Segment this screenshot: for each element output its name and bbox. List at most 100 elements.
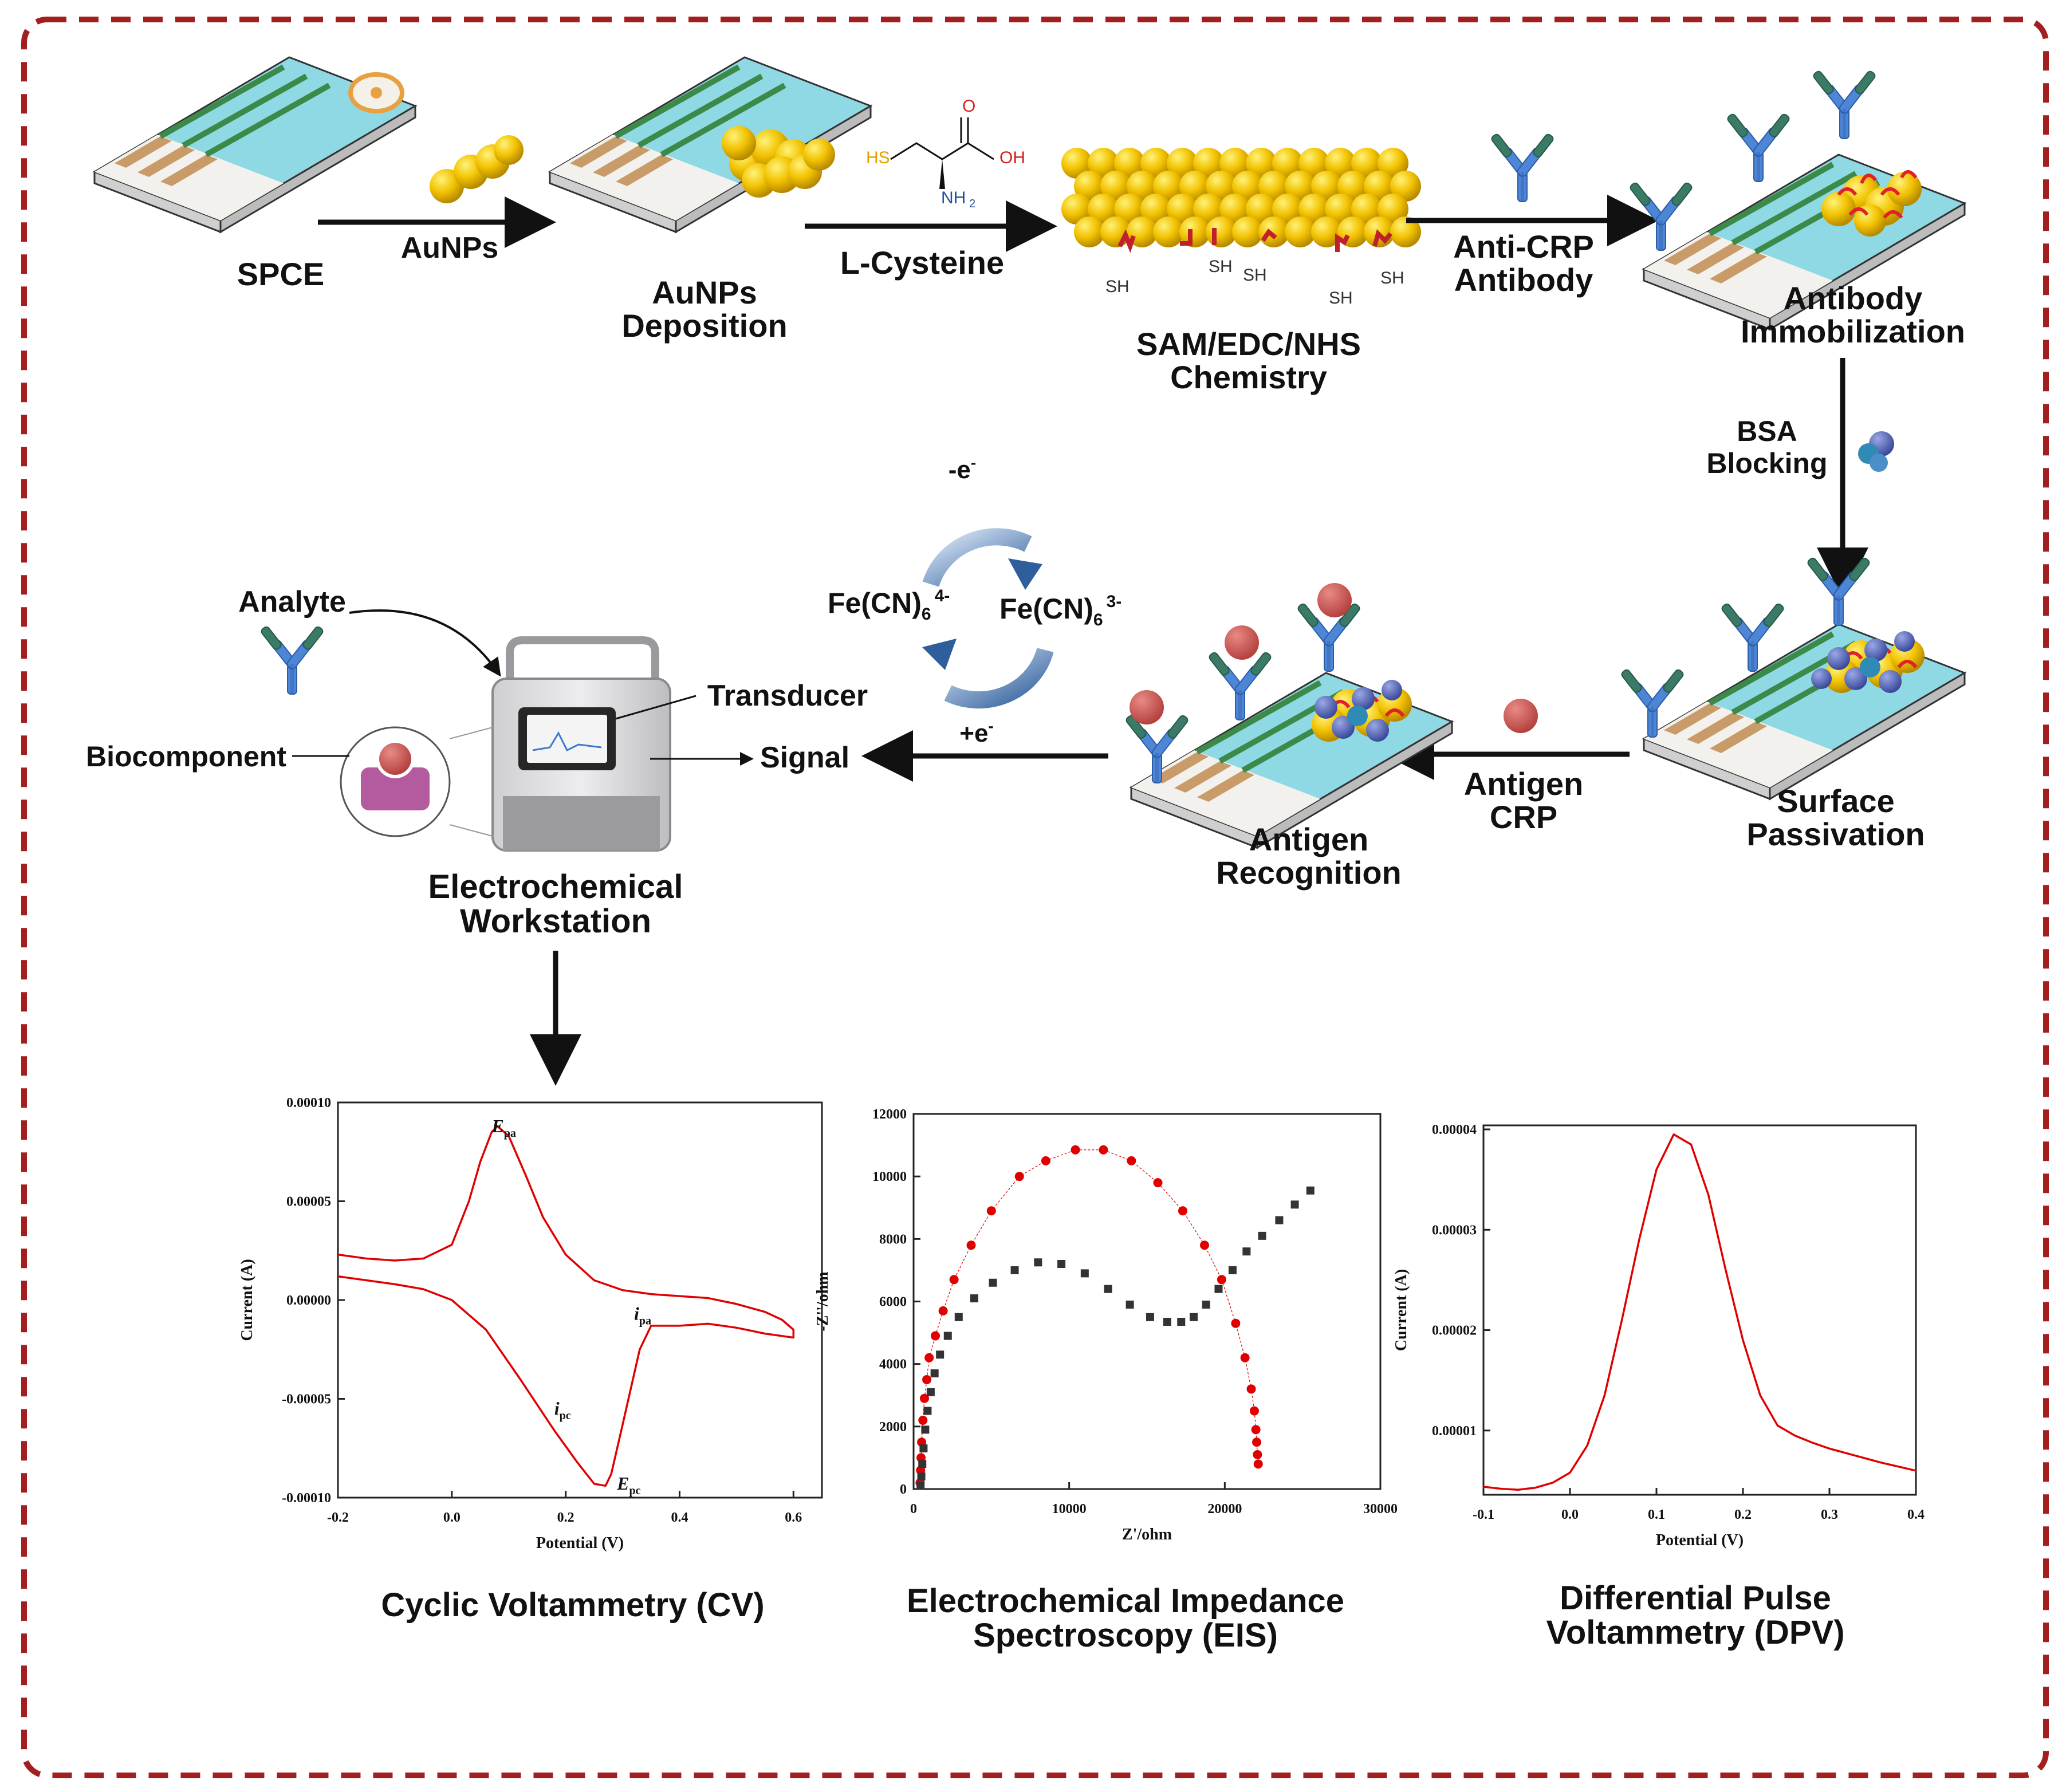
x-tick-label: -0.2: [327, 1510, 349, 1525]
redox-cycle: [922, 528, 1054, 709]
sam-gold-particle: [1167, 194, 1198, 225]
data-point: [1178, 1206, 1187, 1216]
antigen-crp-label-1: Antigen: [1464, 766, 1583, 802]
sam-gold-particle: [1193, 148, 1224, 179]
svg-text:SH: SH: [1209, 257, 1233, 276]
recognition-label-1: Antigen: [1249, 821, 1368, 857]
data-point: [1041, 1156, 1050, 1165]
y-tick-label: 0.00002: [1432, 1324, 1477, 1338]
data-point: [916, 1482, 925, 1490]
antibody-immobilization-electrode: [1644, 155, 1965, 329]
redox-bottom-label: +e-: [959, 717, 994, 747]
immob-antibody-3: [1812, 69, 1877, 139]
data-point: [936, 1350, 945, 1359]
biocomponent-label: Biocomponent: [86, 741, 286, 773]
data-point: [1099, 1145, 1108, 1155]
data-point: [1306, 1186, 1315, 1195]
sam-gold-particle: [1378, 148, 1408, 179]
series-line: [1483, 1133, 1916, 1491]
data-point: [924, 1353, 934, 1362]
electrochemical-workstation-device: [491, 636, 671, 852]
plot-frame: [1482, 1124, 1917, 1496]
sam-gold-particle: [1206, 216, 1237, 247]
plot-frame: [912, 1113, 1382, 1490]
x-tick-label: 0.0: [1561, 1507, 1579, 1522]
data-point: [1240, 1353, 1250, 1362]
svg-text:NH: NH: [941, 188, 966, 207]
y-tick-label: 10000: [872, 1169, 907, 1184]
aunps-label: AuNPs: [401, 231, 498, 265]
data-point: [1253, 1459, 1263, 1469]
bsa-label-2: Blocking: [1706, 447, 1827, 479]
svg-text:SH: SH: [1380, 269, 1404, 287]
data-point: [1146, 1313, 1154, 1321]
y-tick-label: 8000: [879, 1232, 907, 1247]
l-cysteine-structure: HS O OH NH 2: [866, 97, 1025, 210]
antigen-recognition-electrode: [1131, 673, 1452, 848]
plot-frame: [337, 1101, 823, 1499]
sam-gold-particle: [1390, 216, 1421, 247]
surface-passivation-electrode: [1644, 624, 1965, 799]
x-tick-label: 0: [910, 1502, 917, 1517]
svg-text:HS: HS: [866, 148, 890, 167]
y-tick-label: 0.00001: [1432, 1424, 1477, 1439]
antigen-crp-icon: [1504, 699, 1538, 733]
y-tick-label: 12000: [872, 1107, 907, 1122]
data-point: [943, 1332, 952, 1340]
analyte-label: Analyte: [238, 585, 346, 619]
sam-gold-particle: [1390, 171, 1421, 202]
data-point: [1249, 1406, 1259, 1416]
sam-gold-particle: [1298, 194, 1329, 225]
sam-gold-particle: [1378, 194, 1408, 225]
svg-text:OH: OH: [999, 148, 1025, 167]
sam-gold-particle: [1074, 216, 1105, 247]
ferrocyanide-label: Fe(CN)64-: [828, 586, 950, 624]
antigen-crp-label-2: CRP: [1490, 799, 1557, 835]
data-point: [930, 1369, 939, 1378]
sam-sh-labels: SH SH SH SH SH: [1105, 257, 1404, 308]
x-tick-label: -0.1: [1473, 1507, 1494, 1522]
x-tick-label: 0.2: [1734, 1507, 1752, 1522]
passiv-antibody-3: [1806, 556, 1871, 626]
sam-gold-particle: [1061, 194, 1092, 225]
data-point: [931, 1331, 940, 1341]
data-point: [1214, 1285, 1223, 1293]
y-tick-label: 2000: [879, 1420, 907, 1435]
data-point: [1200, 1240, 1210, 1250]
bsa-icon: [1858, 431, 1894, 472]
y-tick-label: 0.00000: [286, 1293, 331, 1308]
sam-gold-particle: [1311, 171, 1342, 202]
data-point: [1153, 1178, 1163, 1188]
dpv-title-1: Differential Pulse: [1560, 1580, 1831, 1617]
sam-gold-particle: [1114, 148, 1145, 179]
sam-gold-particle: [1140, 194, 1171, 225]
sam-gold-particle: [1246, 194, 1277, 225]
x-tick-label: 30000: [1363, 1502, 1398, 1517]
data-point: [1258, 1231, 1266, 1240]
sam-gold-particle: [1232, 216, 1263, 247]
sam-gold-particle: [1311, 216, 1342, 247]
y-tick-label: -0.00010: [282, 1491, 331, 1506]
sam-label-2: Chemistry: [1170, 359, 1327, 395]
sam-gold-particle: [1088, 148, 1119, 179]
sam-gold-particle: [1285, 216, 1316, 247]
sam-gold-particle: [1061, 148, 1092, 179]
analyte-antibody-icon: [259, 625, 325, 695]
x-tick-label: 0.3: [1821, 1507, 1838, 1522]
svg-text:SH: SH: [1105, 277, 1130, 296]
svg-text:2: 2: [969, 198, 975, 210]
anti-crp-antibody-icon: [1490, 132, 1555, 202]
sam-gold-particle: [1167, 148, 1198, 179]
aunps-deposition-electrode: [550, 57, 871, 232]
data-point: [966, 1240, 976, 1250]
ferricyanide-label: Fe(CN)63-: [999, 592, 1121, 629]
data-point: [1010, 1266, 1019, 1274]
data-point: [949, 1275, 959, 1285]
data-point: [1014, 1172, 1024, 1181]
x-tick-label: 0.1: [1648, 1507, 1665, 1522]
data-point: [1253, 1450, 1262, 1459]
signal-label: Signal: [760, 741, 849, 774]
x-tick-label: 0.2: [557, 1510, 574, 1525]
x-tick-label: 10000: [1052, 1502, 1087, 1517]
